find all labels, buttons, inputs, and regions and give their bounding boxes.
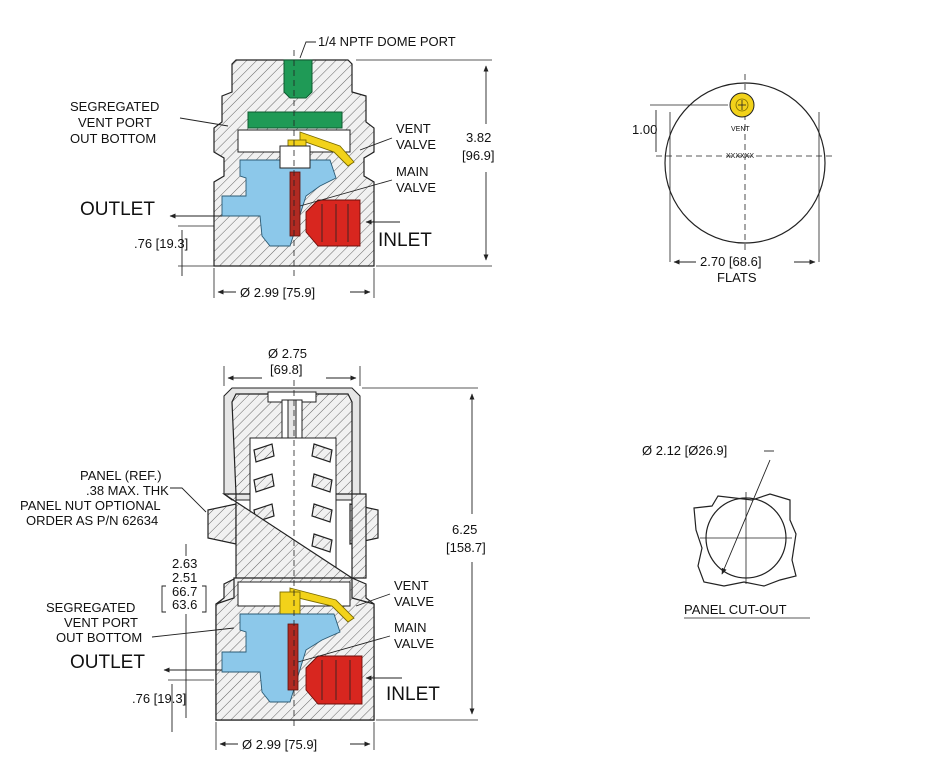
- vent-port-label-line3: OUT BOTTOM: [56, 630, 142, 645]
- main-valve-label-line1: MAIN: [396, 164, 429, 179]
- dome-port-fitting: [283, 59, 313, 99]
- outlet-label: OUTLET: [80, 199, 155, 220]
- panel-cutout-view: Ø 2.12 [Ø26.9] PANEL CUT-OUT: [642, 443, 810, 619]
- diameter-dim: Ø 2.99 [75.9]: [240, 285, 315, 300]
- main-valve-stem: [289, 171, 301, 237]
- panel-label-line3: PANEL NUT OPTIONAL: [20, 498, 161, 513]
- panel-dim-metric-1: 66.7: [172, 584, 197, 599]
- flats-dim: 2.70 [68.6]: [700, 254, 761, 269]
- panel-dim-metric-2: 63.6: [172, 597, 197, 612]
- dome-piston: [247, 111, 343, 129]
- panel-label-line2: .38 MAX. THK: [86, 483, 169, 498]
- outlet-label: OUTLET: [70, 652, 145, 673]
- top-diameter-dim-inch: Ø 2.75: [268, 346, 307, 361]
- inlet-label: INLET: [386, 684, 440, 705]
- vent-port-label-line1: SEGREGATED: [46, 600, 135, 615]
- height-dim-mm: [96.9]: [462, 148, 495, 163]
- vent-port-label-line1: SEGREGATED: [70, 99, 159, 114]
- plan-view: VENT XXXXXX 1.00 2.70 [68.6] FLATS: [632, 74, 834, 285]
- vent-valve-label-line1: VENT: [396, 121, 431, 136]
- diameter-dim: Ø 2.99 [75.9]: [242, 737, 317, 752]
- top-diameter-dim-mm: [69.8]: [270, 362, 303, 377]
- marking-label: XXXXXX: [726, 153, 754, 160]
- dome-port-label: 1/4 NPTF DOME PORT: [318, 34, 456, 49]
- main-valve-label-line2: VALVE: [396, 180, 436, 195]
- panel-dim-1: 2.63: [172, 556, 197, 571]
- main-valve-label-line1: MAIN: [394, 620, 427, 635]
- vent-height-dim: 1.00: [632, 122, 657, 137]
- outlet-flow-cavity: [221, 159, 337, 247]
- outlet-height-dim: .76 [19.3]: [132, 691, 186, 706]
- panel-nut: [207, 503, 237, 545]
- panel-label-line4: ORDER AS P/N 62634: [26, 513, 158, 528]
- flats-label: FLATS: [717, 270, 757, 285]
- panel-label-line1: PANEL (REF.): [80, 468, 162, 483]
- vent-valve-label-line2: VALVE: [396, 137, 436, 152]
- height-dim-mm: [158.7]: [446, 540, 486, 555]
- height-dim-inch: 3.82: [466, 130, 491, 145]
- height-dim-inch: 6.25: [452, 522, 477, 537]
- bottom-section-view: Ø 2.75 [69.8] PANEL (REF.) .38 MAX. THK …: [20, 346, 486, 752]
- panel-cutout-title: PANEL CUT-OUT: [684, 602, 787, 617]
- main-valve-label-line2: VALVE: [394, 636, 434, 651]
- vent-port-label-line3: OUT BOTTOM: [70, 131, 156, 146]
- vent-port-label-line2: VENT PORT: [78, 115, 152, 130]
- top-section-view: 1/4 NPTF DOME PORT SEGREGATED VENT PORT …: [70, 34, 495, 300]
- vent-port-label-line2: VENT PORT: [64, 615, 138, 630]
- panel-outline: [693, 493, 797, 587]
- outlet-height-dim: .76 [19.3]: [134, 236, 188, 251]
- inlet-label: INLET: [378, 230, 432, 251]
- inlet-flow-cavity: [305, 199, 361, 247]
- panel-dim-2: 2.51: [172, 570, 197, 585]
- vent-valve-label-line2: VALVE: [394, 594, 434, 609]
- vent-label: VENT: [731, 126, 750, 133]
- cutout-diameter-dim: Ø 2.12 [Ø26.9]: [642, 443, 727, 458]
- vent-valve-label-line1: VENT: [394, 578, 429, 593]
